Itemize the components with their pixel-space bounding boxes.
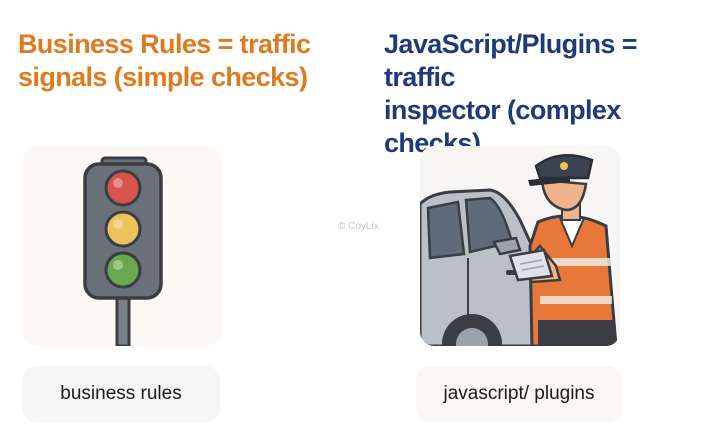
traffic-light-icon [83,156,163,346]
business-rules-label: business rules [22,366,220,422]
traffic-inspector-illustration [420,153,618,346]
traffic-inspector-card [420,146,620,346]
business-rules-heading: Business Rules = traffic signals (simple… [18,29,311,92]
traffic-light-card [22,146,222,346]
javascript-plugins-label: javascript/ plugins [416,366,622,422]
javascript-plugins-heading: JavaScript/Plugins = traffic inspector (… [384,29,637,158]
watermark: © CoyLix [338,221,379,232]
